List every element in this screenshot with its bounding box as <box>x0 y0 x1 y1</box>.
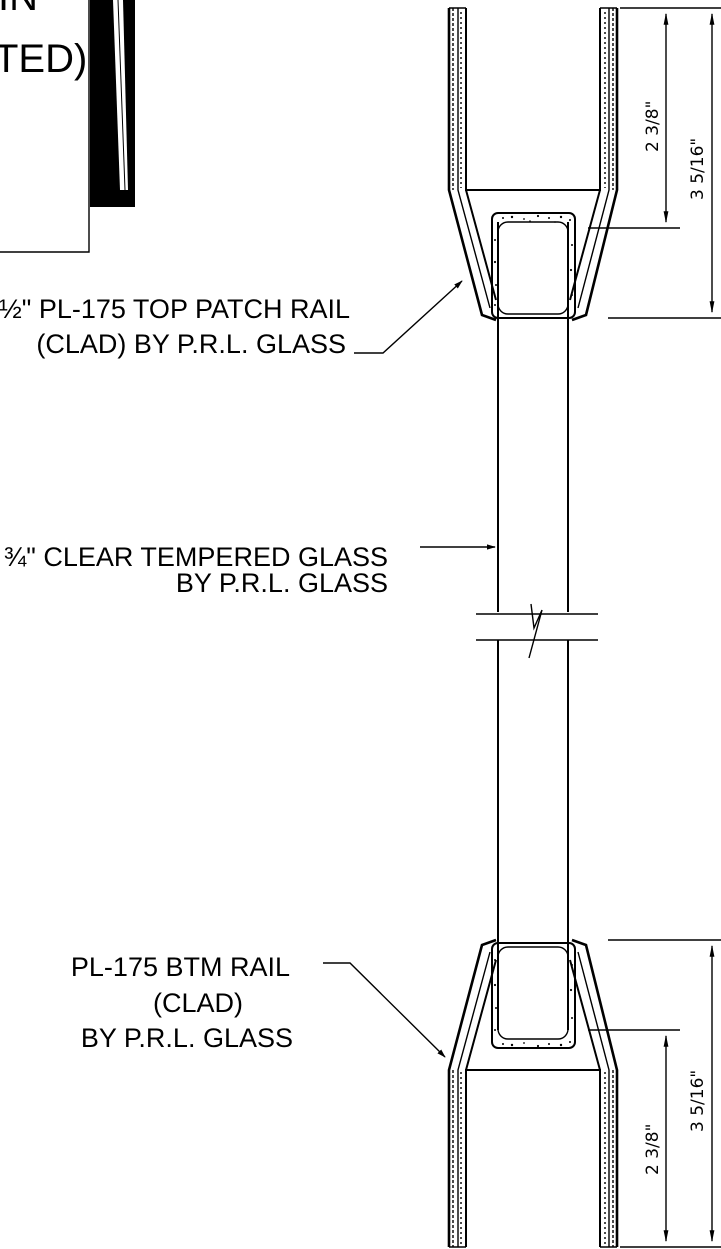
top-dimensions: 2 3/8" 3 5/16" <box>588 7 721 319</box>
corner-text-line1: IN <box>0 0 38 19</box>
adjacent-detail-fragment: IN TED) <box>0 0 135 253</box>
top-patch-rail <box>447 7 619 322</box>
corner-text-line2: TED) <box>0 37 87 81</box>
top-gasket <box>491 212 576 319</box>
glass-panel <box>476 222 598 1030</box>
callout-top-rail: 9½" PL-175 TOP PATCH RAIL (CLAD) BY P.R.… <box>0 280 463 359</box>
break-symbol <box>528 603 543 659</box>
btm-rail-label-line3: BY P.R.L. GLASS <box>81 1023 293 1053</box>
callout-bottom-rail: PL-175 BTM RAIL (CLAD) BY P.R.L. GLASS <box>71 952 446 1058</box>
top-rail-label-line1: 9½" PL-175 TOP PATCH RAIL <box>0 294 350 324</box>
btm-rail-label-line2: (CLAD) <box>153 988 243 1018</box>
top-dim-inner: 2 3/8" <box>643 101 663 152</box>
glass-label-line2: BY P.R.L. GLASS <box>176 568 388 598</box>
btm-rail-label-line1: PL-175 BTM RAIL <box>71 952 290 982</box>
bottom-dimensions: 2 3/8" 3 5/16" <box>588 939 721 1248</box>
bottom-dim-inner: 2 3/8" <box>643 1124 663 1175</box>
bottom-rail <box>447 938 619 1248</box>
callout-glass: ¾" CLEAR TEMPERED GLASS BY P.R.L. GLASS <box>4 542 496 598</box>
top-rail-label-line2: (CLAD) BY P.R.L. GLASS <box>36 329 346 359</box>
bottom-gasket <box>491 942 576 1049</box>
glass-label-line1: ¾" CLEAR TEMPERED GLASS <box>4 542 388 572</box>
bottom-dim-outer: 3 5/16" <box>688 1070 708 1132</box>
top-dim-outer: 3 5/16" <box>688 138 708 200</box>
black-jamb-block <box>90 0 135 207</box>
